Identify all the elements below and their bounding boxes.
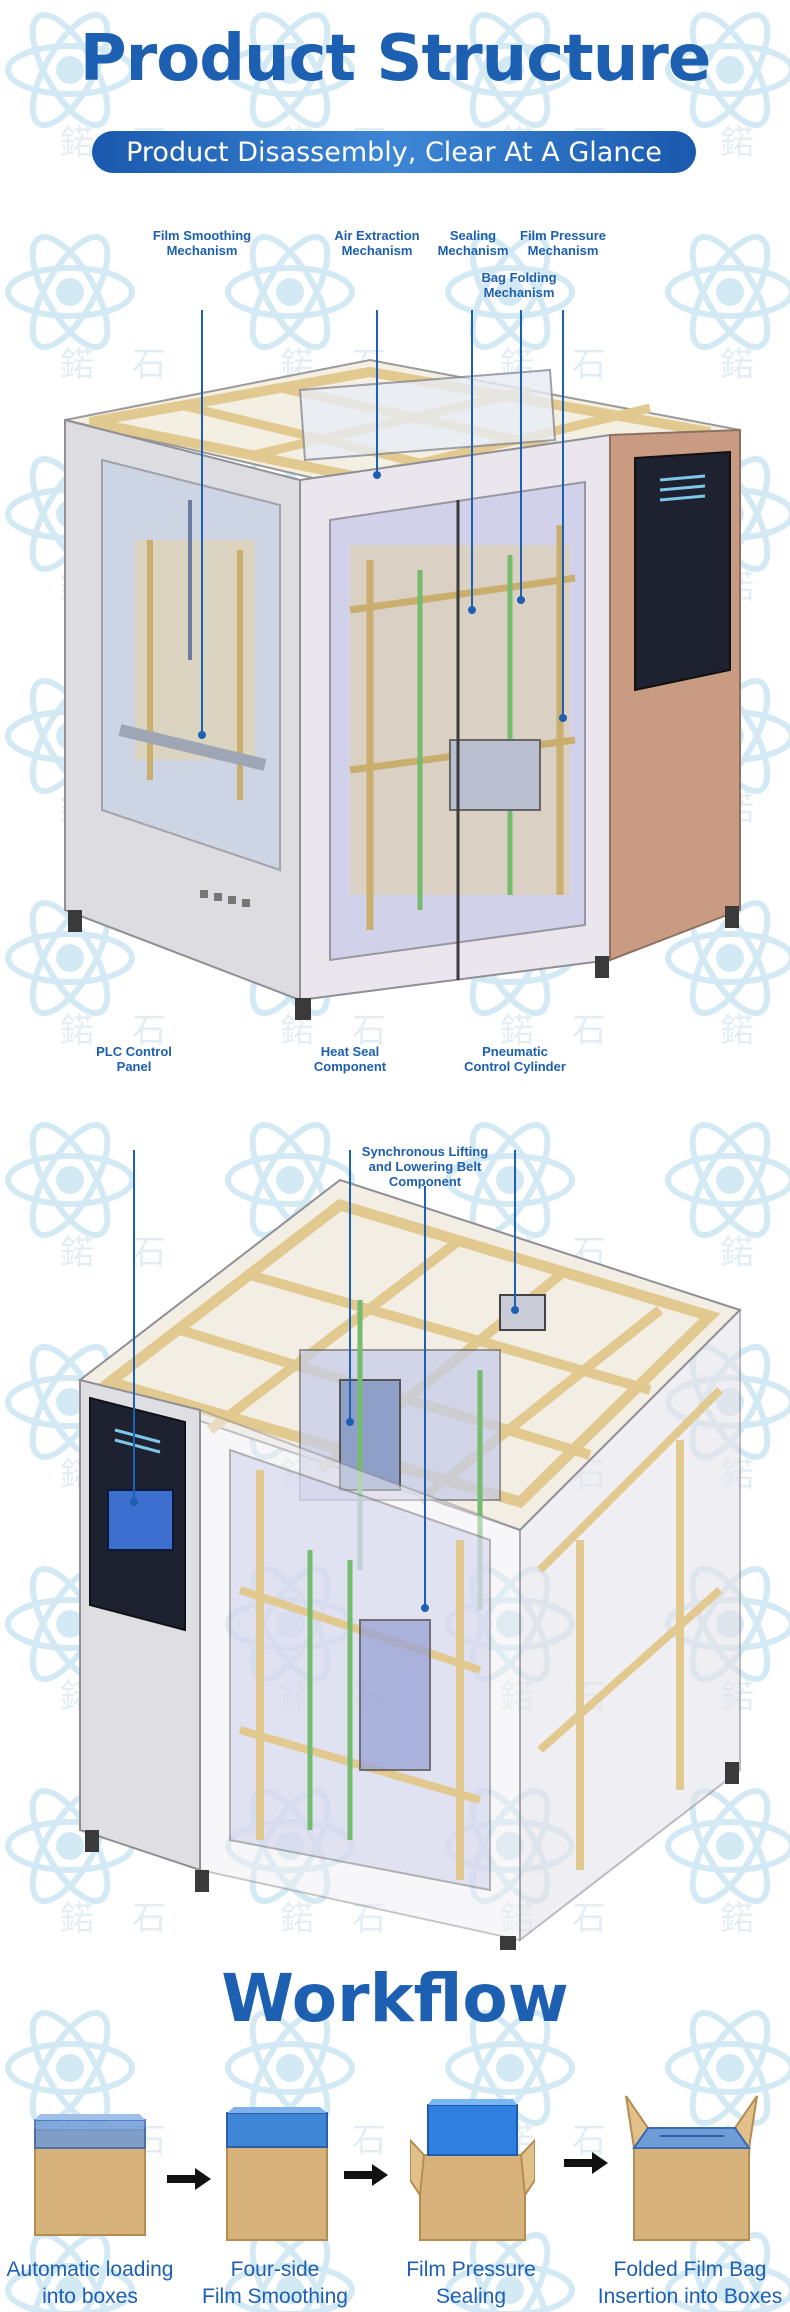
callout-bag-folding: Bag Folding Mechanism — [464, 270, 574, 300]
callout-line: PLC Control — [96, 1044, 172, 1059]
box-step-3-icon — [410, 2099, 535, 2241]
step-line: Insertion into Boxes — [597, 2285, 783, 2308]
callout-line: Bag Folding — [481, 270, 557, 285]
box-step-4-icon — [625, 2095, 758, 2241]
callout-line: Pneumatic — [482, 1044, 548, 1059]
box-step-1-icon — [34, 2114, 146, 2236]
callout-synchronous-belt: Synchronous Lifting and Lowering Belt Co… — [340, 1144, 510, 1189]
step-line: Automatic loading — [6, 2258, 174, 2281]
callout-line: Component — [388, 1174, 462, 1189]
machine-diagram-closed — [64, 310, 741, 1020]
callout-line: Mechanism — [166, 243, 238, 258]
arrow-right-icon — [564, 2152, 608, 2174]
callout-film-smoothing: Film Smoothing Mechanism — [132, 228, 272, 258]
callout-line: Heat Seal — [320, 1044, 380, 1059]
step-line: Sealing — [435, 2285, 507, 2308]
callout-line: Component — [313, 1059, 387, 1074]
callout-line: Synchronous Lifting — [361, 1144, 489, 1159]
step-line: Four-side — [230, 2258, 320, 2281]
callout-line: Film Smoothing — [152, 228, 252, 243]
callout-pneumatic-cylinder: Pneumatic Control Cylinder — [445, 1044, 585, 1074]
arrow-right-icon — [167, 2168, 211, 2190]
workflow-step-2: Four-side Film Smoothing — [175, 2256, 375, 2310]
callout-line: Control Cylinder — [464, 1059, 566, 1074]
arrow-right-icon — [344, 2164, 388, 2186]
workflow-step-1: Automatic loading into boxes — [0, 2256, 190, 2310]
step-line: Film Pressure — [406, 2258, 536, 2281]
step-line: Folded Film Bag — [613, 2258, 767, 2281]
workflow-title: Workflow — [221, 1960, 569, 2037]
workflow-step-4: Folded Film Bag Insertion into Boxes — [590, 2256, 790, 2310]
callout-line: Mechanism — [483, 285, 555, 300]
callout-line: Mechanism — [527, 243, 599, 258]
callout-plc-control-panel: PLC Control Panel — [64, 1044, 204, 1074]
workflow-step-3: Film Pressure Sealing — [371, 2256, 571, 2310]
subtitle-banner: Product Disassembly, Clear At A Glance — [92, 131, 696, 173]
callout-film-pressure: Film Pressure Mechanism — [508, 228, 618, 258]
callout-line: Panel — [116, 1059, 152, 1074]
box-step-2-icon — [226, 2107, 328, 2241]
callout-line: Film Pressure — [520, 228, 606, 243]
step-line: into boxes — [42, 2285, 138, 2308]
machine-diagram-open — [77, 1150, 742, 1950]
callout-line: and Lowering Belt — [368, 1159, 482, 1174]
callout-heat-seal: Heat Seal Component — [280, 1044, 420, 1074]
step-line: Film Smoothing — [202, 2285, 348, 2308]
page-title: Product Structure — [79, 22, 712, 96]
